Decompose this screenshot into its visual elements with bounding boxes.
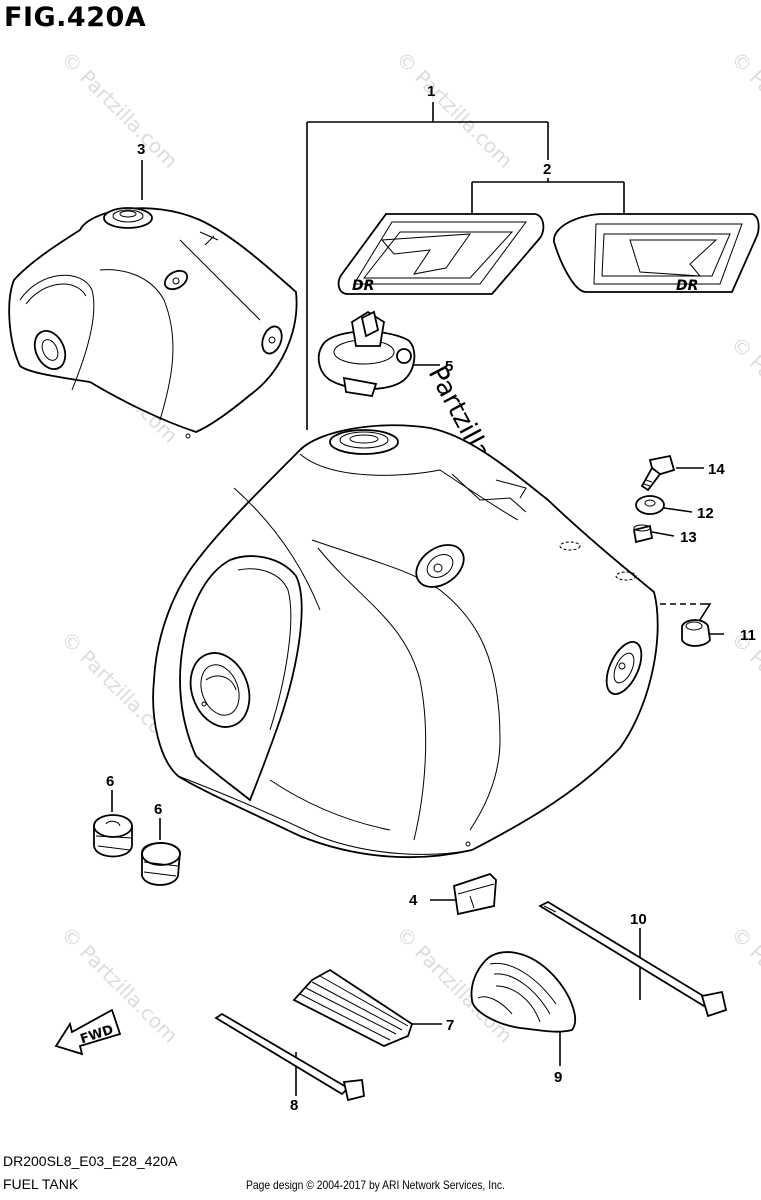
- grommet: [681, 619, 711, 647]
- cable-tie-short: [214, 1012, 365, 1102]
- fwd-arrow-icon: FWD: [54, 1008, 122, 1056]
- watermark-text: © Partzilla.com: [726, 332, 761, 458]
- callout-numbers: 1 2 3 4 5 6 6 7 8 9 10 11 12 13 14: [106, 83, 756, 1114]
- cable-tie-long: [538, 900, 728, 1018]
- fuel-tank-small: [8, 207, 298, 439]
- clip: [453, 872, 497, 916]
- decal-right: DR: [553, 213, 760, 294]
- callout-4: 4: [409, 892, 418, 909]
- cushion-2: [141, 842, 181, 886]
- callout-8: 8: [290, 1097, 298, 1114]
- watermark-text: © Partzilla.com: [391, 47, 517, 173]
- figure-title: FIG.420A: [4, 2, 147, 33]
- callout-9: 9: [554, 1069, 562, 1086]
- watermark-text: © Partzilla.com: [726, 47, 761, 173]
- watermark-text: © Partzilla.com: [726, 627, 761, 753]
- washer: [635, 495, 665, 515]
- rubber-pad: [292, 968, 414, 1047]
- callout-1: 1: [427, 83, 435, 100]
- callout-6a: 6: [106, 773, 114, 790]
- callout-14: 14: [708, 461, 725, 478]
- cushion-1: [93, 814, 133, 858]
- callout-2: 2: [543, 161, 551, 178]
- callout-12: 12: [697, 505, 714, 522]
- collar: [632, 524, 654, 544]
- fuel-tank-main: [152, 424, 659, 859]
- decal-logo-text: DR: [352, 278, 374, 294]
- watermark-text: © Partzilla.com: [726, 922, 761, 1048]
- callout-7: 7: [446, 1017, 454, 1034]
- model-code: DR200SL8_E03_E28_420A: [3, 1153, 178, 1169]
- callout-11: 11: [740, 627, 756, 644]
- bolt: [640, 454, 676, 492]
- copyright-notice: Page design © 2004-2017 by ARI Network S…: [246, 1178, 505, 1192]
- callout-13: 13: [680, 529, 697, 546]
- callout-6b: 6: [154, 801, 162, 818]
- leader-lines: [111, 102, 724, 1096]
- watermark-text: © Partzilla.com: [56, 47, 182, 173]
- fuel-cap: [317, 310, 416, 398]
- watermark-text: © Partzilla.com: [56, 922, 182, 1048]
- callout-5: 5: [445, 358, 453, 375]
- decal-left: DR: [337, 213, 545, 295]
- protector-cover: [470, 951, 576, 1033]
- decal-logo-text: DR: [676, 278, 698, 294]
- section-name: FUEL TANK: [3, 1176, 79, 1192]
- callout-3: 3: [137, 141, 145, 158]
- callout-10: 10: [630, 911, 647, 928]
